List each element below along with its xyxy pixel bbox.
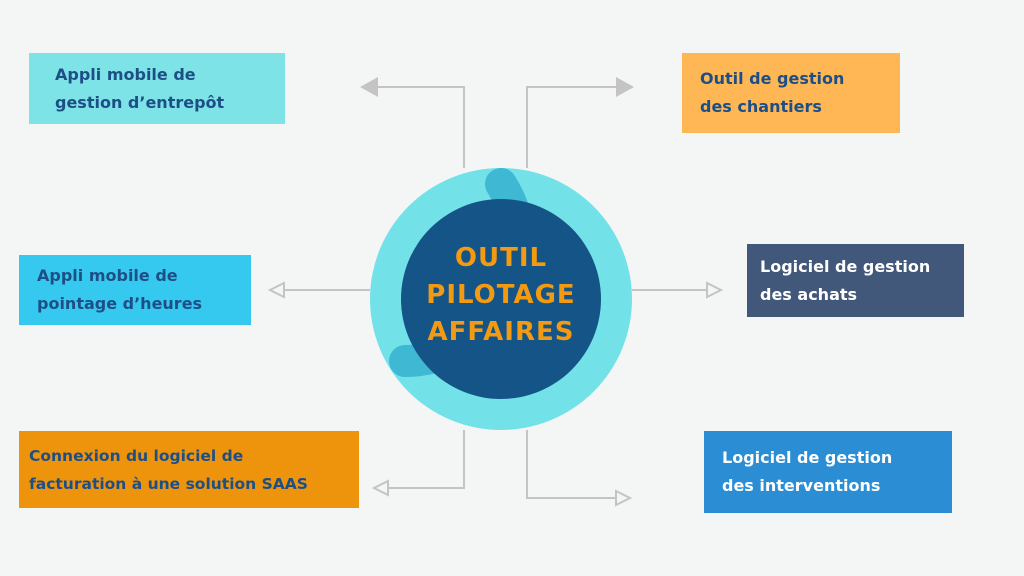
center-title: OUTIL PILOTAGE AFFAIRES [426,243,576,347]
box-entrepot: Appli mobile de gestion d’entrepôt [29,53,285,124]
arrowhead-entrepot [360,77,378,97]
arrowhead-interventions [615,489,633,507]
arrowhead-facturation [371,479,389,497]
inner-circle [401,199,601,399]
connector-chantiers [526,86,620,168]
arrowhead-achats [706,281,724,299]
arrowhead-chantiers [616,77,634,97]
connector-interventions [526,430,622,499]
center-hub: OUTIL PILOTAGE AFFAIRES [370,168,632,430]
connector-facturation [382,430,465,489]
arrowhead-pointage [267,281,285,299]
box-interventions: Logiciel de gestion des interventions [704,431,952,513]
connector-entrepot [374,86,465,168]
box-pointage: Appli mobile de pointage d’heures [19,255,251,325]
box-facturation: Connexion du logiciel de facturation à u… [19,431,359,508]
box-chantiers: Outil de gestion des chantiers [682,53,900,133]
center-rings [370,168,632,430]
box-achats: Logiciel de gestion des achats [747,244,964,317]
